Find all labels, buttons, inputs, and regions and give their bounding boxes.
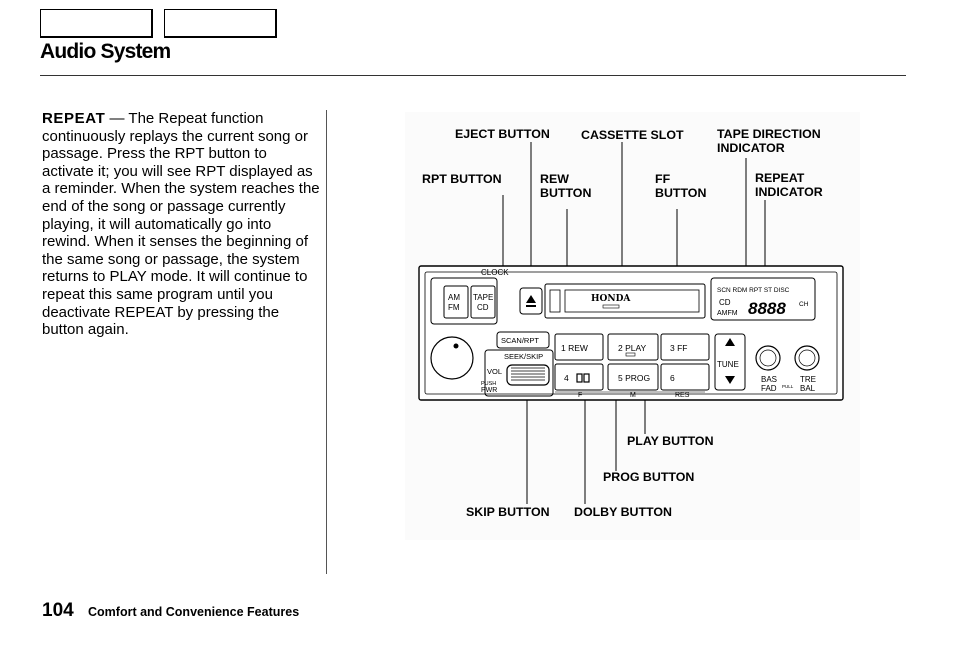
tune-label: TUNE (717, 360, 739, 369)
tape-cd-button[interactable] (470, 285, 496, 319)
preset-6-label: 6 (670, 373, 675, 383)
scan-rpt-button[interactable] (496, 331, 550, 349)
skip-button-callout: SKIP BUTTON (466, 505, 550, 519)
nav-tab-box-1[interactable] (40, 9, 153, 38)
title-divider (40, 75, 906, 76)
am-label: AM (448, 293, 460, 302)
tre-label: TRE (800, 375, 816, 384)
rocker-ridges (511, 367, 545, 381)
tape-direction-callout-line2: INDICATOR (717, 141, 785, 155)
pwr-label: PWR (481, 387, 497, 394)
column-divider (326, 110, 327, 574)
rew-button-callout-line2: BUTTON (540, 186, 592, 200)
preset-3-label: 3 FF (670, 343, 687, 353)
eject-button-callout: EJECT BUTTON (455, 127, 550, 141)
eject-icon (526, 295, 536, 303)
seek-skip-label: SEEK/SKIP (504, 352, 543, 361)
callout-lines (502, 142, 766, 504)
up-arrow-icon (725, 338, 735, 346)
radio-figure: CLOCK AM FM TAPE CD HONDA SCN RDM RPT ST… (405, 112, 860, 540)
repeat-indicator-callout-line1: REPEAT (755, 171, 805, 185)
cassette-slot-callout: CASSETTE SLOT (581, 128, 684, 142)
preset-5-prog-button[interactable] (607, 363, 659, 391)
rpt-button-callout: RPT BUTTON (422, 172, 502, 186)
ff-button-callout-line1: FF (655, 172, 671, 186)
preset-2-label: 2 PLAY (618, 343, 647, 353)
preset-1-label: 1 REW (561, 343, 588, 353)
brand-logo: HONDA (591, 294, 631, 304)
dolby-icon (576, 373, 590, 383)
preset-1-rew-button[interactable] (554, 333, 604, 361)
display-indicators: SCN RDM RPT ST DISC (717, 287, 790, 294)
fad-label: FAD (761, 384, 777, 393)
push-label: PUSH (481, 381, 496, 387)
page-title: Audio System (40, 40, 171, 63)
display-cd: CD (719, 298, 731, 307)
repeat-description: REPEAT — The Repeat function continuousl… (42, 110, 322, 339)
preset-3-ff-button[interactable] (660, 333, 710, 361)
rew-button-callout-line1: REW (540, 172, 569, 186)
scan-rpt-label: SCAN/RPT (501, 336, 539, 345)
display-ch: CH (799, 301, 809, 308)
tape-direction-callout-line1: TAPE DIRECTION (717, 127, 821, 141)
cassette-slot (544, 283, 706, 319)
nav-tab-box-2[interactable] (164, 9, 277, 38)
vol-label: VOL (487, 367, 502, 376)
tune-rocker[interactable] (714, 333, 746, 391)
display-amfm: AMFM (717, 310, 738, 317)
fm-label: FM (448, 303, 460, 312)
preset-5-label: 5 PROG (618, 373, 650, 383)
repeat-text: — The Repeat function continuously repla… (42, 110, 320, 339)
scale-f-label: F (578, 392, 582, 399)
repeat-indicator-callout-line2: INDICATOR (755, 185, 823, 199)
preset-6-button[interactable] (660, 363, 710, 391)
volume-knob[interactable] (430, 336, 474, 380)
radio-display (710, 277, 816, 321)
radio-diagram: CLOCK AM FM TAPE CD HONDA SCN RDM RPT ST… (405, 112, 860, 540)
bal-label: BAL (800, 384, 816, 393)
treble-balance-knob[interactable] (794, 345, 820, 371)
play-button-callout: PLAY BUTTON (627, 434, 714, 448)
preset-2-play-button[interactable] (607, 333, 659, 361)
tape-label: TAPE (473, 293, 493, 302)
page-number: 104 (42, 600, 74, 621)
display-digits: 8888 (748, 299, 786, 318)
eject-button[interactable] (519, 287, 543, 315)
scale-res-label: RES (675, 392, 690, 399)
prog-button-callout: PROG BUTTON (603, 470, 695, 484)
preset-4-label: 4 (564, 373, 569, 383)
scale-m-label: M (630, 392, 636, 399)
radio-clock-label: CLOCK (481, 268, 509, 277)
seek-skip-rocker[interactable] (506, 364, 550, 386)
cd-label: CD (477, 303, 489, 312)
am-fm-button[interactable] (443, 285, 469, 319)
dolby-button-callout: DOLBY BUTTON (574, 505, 672, 519)
preset-4-dolby-button[interactable] (554, 363, 604, 391)
section-title: Comfort and Convenience Features (88, 605, 300, 619)
down-arrow-icon (725, 376, 735, 384)
bass-fader-knob[interactable] (755, 345, 781, 371)
pull-label: PULL (782, 384, 794, 389)
ff-button-callout-line2: BUTTON (655, 186, 707, 200)
bas-label: BAS (761, 375, 777, 384)
radio-unit: CLOCK AM FM TAPE CD HONDA SCN RDM RPT ST… (418, 265, 844, 401)
repeat-term: REPEAT (42, 110, 106, 127)
